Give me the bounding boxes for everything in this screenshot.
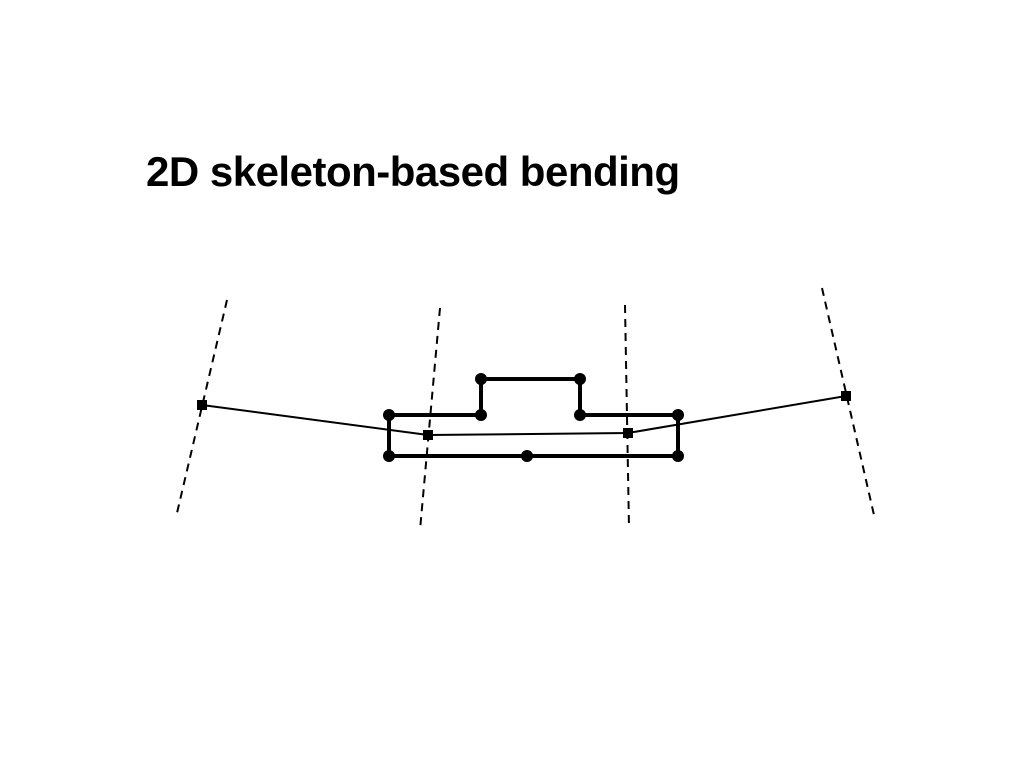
skeleton-joint [423, 430, 433, 440]
cross-section-line-3 [624, 304, 630, 529]
skeleton-polyline [201, 395, 847, 437]
cross-section-line-2 [419, 307, 441, 531]
shape-vertex [383, 450, 395, 462]
shape-vertex [672, 450, 684, 462]
skeleton-joint [623, 428, 633, 438]
shape-vertex [475, 409, 487, 421]
shape-outline [387, 377, 680, 458]
shape-vertex [574, 373, 586, 385]
cross-section-lines [176, 287, 875, 531]
shape-vertex [383, 409, 395, 421]
skeleton-joints [197, 391, 851, 440]
shape-vertex [521, 450, 533, 462]
shape-vertex [672, 409, 684, 421]
shape-vertex [574, 409, 586, 421]
cross-section-line-1 [176, 299, 228, 514]
shape-vertices [383, 373, 684, 462]
slide-title: 2D skeleton-based bending [146, 148, 680, 195]
skeleton-joint [197, 400, 207, 410]
cross-section-line-4 [821, 287, 875, 516]
shape-vertex [475, 373, 487, 385]
skeleton-joint [841, 391, 851, 401]
